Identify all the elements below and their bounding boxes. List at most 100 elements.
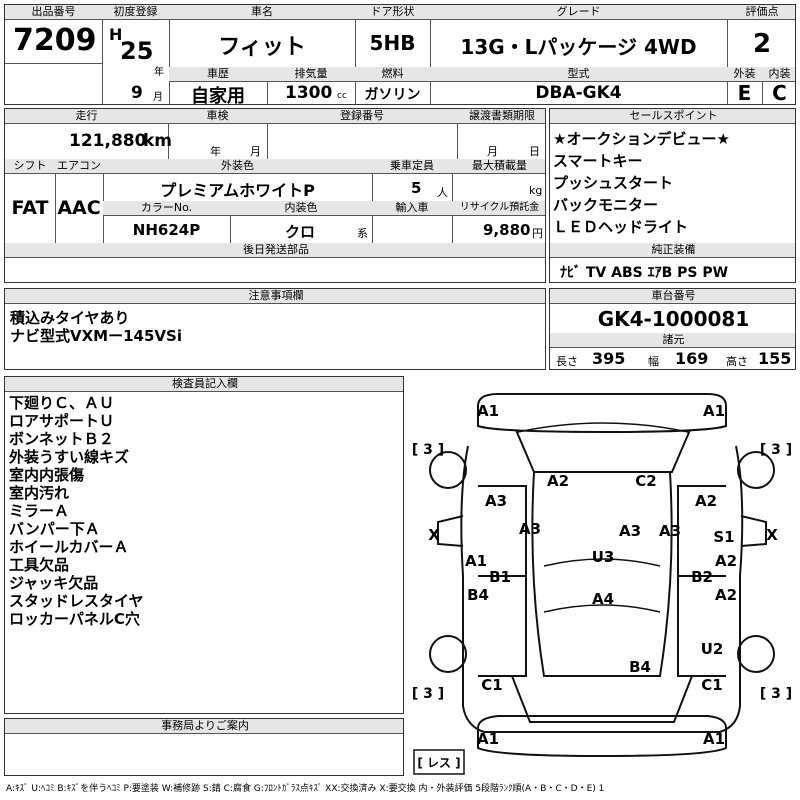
- damage-mark: A2: [547, 472, 569, 490]
- plate-label: 登録番号: [267, 109, 457, 124]
- spare-tire-mark: [ レス ]: [417, 756, 460, 770]
- inspector-item: バンパー下Ａ: [9, 520, 100, 538]
- lot-label: 出品番号: [5, 5, 102, 20]
- recycle-label: リサイクル預託金: [452, 201, 545, 216]
- interior-color-label: 内装色: [230, 201, 372, 216]
- recycle-unit: 円: [532, 227, 543, 240]
- ext-grade: E: [737, 81, 752, 105]
- damage-mark: A1: [703, 402, 725, 420]
- office-box: 事務局よりご案内: [4, 718, 404, 776]
- history: 自家用: [191, 86, 245, 105]
- reg-label: 初度登録: [102, 5, 169, 20]
- cc-unit: cc: [337, 91, 347, 101]
- chassis-label: 車台番号: [550, 289, 795, 304]
- tire-tread-mark: [ 3 ]: [412, 442, 444, 458]
- interior-color-unit: 系: [357, 227, 368, 240]
- inspector-item: 下廻りＣ、ＡＵ: [9, 394, 115, 412]
- inspector-item: ジャッキ欠品: [9, 574, 99, 592]
- reg-month-unit: 月: [153, 92, 163, 103]
- damage-mark: C1: [701, 676, 722, 694]
- tire-tread-mark: [ 3 ]: [760, 686, 792, 702]
- damage-mark: X: [766, 526, 778, 544]
- inspector-item: 室内汚れ: [9, 484, 70, 502]
- inspector-item: ミラーＡ: [9, 502, 70, 520]
- reg-year: 25: [120, 37, 154, 65]
- sales-point-item: バックモニター: [553, 196, 659, 214]
- inspector-item: 室内内張傷: [9, 466, 85, 484]
- damage-mark: A1: [703, 730, 725, 748]
- damage-mark: B2: [691, 568, 713, 586]
- damage-mark: A3: [485, 492, 507, 510]
- int-label: 内装: [762, 67, 795, 82]
- chassis-box: 車台番号 GK4-1000081 諸元 長さ 395 幅 169 高さ 155: [549, 288, 796, 370]
- sales-points-label: セールスポイント: [550, 109, 795, 124]
- damage-mark: U2: [701, 640, 724, 658]
- damage-mark: A2: [715, 586, 737, 604]
- inspector-item: スタッドレスタイヤ: [9, 592, 144, 610]
- door-type: 5HB: [369, 31, 416, 55]
- length-label: 長さ: [556, 355, 578, 368]
- ac-label: エアコン: [55, 159, 103, 174]
- header-block: 出品番号 7209 初度登録 H 25 年 9 月 車名 フィット ドア形状 5…: [4, 4, 796, 105]
- inspector-label: 検査員記入欄: [5, 377, 403, 392]
- legend: A:ｷｽﾞ U:ﾍｺﾐ B:ｷｽﾞを伴うﾍｺﾐ P:要塗装 W:補修跡 S:錆 …: [6, 784, 605, 794]
- spec-label: 諸元: [550, 333, 795, 348]
- damage-mark: A4: [592, 590, 614, 608]
- equipment-label: 純正装備: [550, 243, 795, 258]
- damage-mark: C2: [635, 472, 656, 490]
- sales-point-item: ＬＥＤヘッドライト: [553, 218, 689, 236]
- load-unit: kg: [529, 184, 543, 197]
- capacity-unit: 人: [437, 186, 448, 199]
- mileage-label: 走行: [5, 109, 168, 124]
- sales-point-item: ★オークションデビュー★: [553, 130, 730, 148]
- name-label: 車名: [169, 5, 355, 20]
- recycle-fee: 9,880: [483, 221, 531, 239]
- notes-list: 積込みタイヤあり ナビ型式VXMー145VSi: [10, 309, 182, 345]
- inspector-item: 外装うすい線キズ: [9, 448, 130, 466]
- air-conditioner: AAC: [57, 197, 101, 219]
- capacity: 5: [411, 179, 422, 197]
- int-grade: C: [772, 81, 787, 105]
- equipment: ﾅﾋﾞ TV ABS ｴｱB PS PW: [560, 265, 729, 281]
- displacement: 1300: [285, 83, 333, 103]
- vehicle-info-block: 走行 121,880 km 車検 年 月 登録番号 譲渡書類期限 月 日 シフト…: [4, 108, 546, 283]
- grade: 13G・Lパッケージ 4WD: [460, 35, 697, 59]
- damage-mark: B4: [467, 586, 489, 604]
- damage-mark: B4: [629, 658, 651, 676]
- interior-color: クロ: [285, 223, 316, 241]
- sales-points-list: ★オークションデビュー★ スマートキー プッシュスタート バックモニター ＬＥＤ…: [553, 128, 730, 238]
- office-label: 事務局よりご案内: [5, 719, 403, 734]
- sales-point-item: プッシュスタート: [553, 174, 674, 192]
- model-code: DBA-GK4: [535, 83, 622, 103]
- damage-mark: A1: [477, 730, 499, 748]
- note-item: ナビ型式VXMー145VSi: [10, 327, 182, 345]
- height: 155: [758, 349, 792, 368]
- width: 169: [675, 349, 709, 368]
- damage-mark: U3: [592, 548, 615, 566]
- length: 395: [592, 349, 626, 368]
- capacity-label: 乗車定員: [372, 159, 452, 174]
- damage-mark: S1: [713, 528, 734, 546]
- fuel: ガソリン: [364, 87, 421, 103]
- shift: FAT: [11, 197, 49, 219]
- damage-mark: X: [428, 526, 440, 544]
- grade-label: グレード: [430, 5, 727, 20]
- history-label: 車歴: [169, 67, 267, 82]
- tire-tread-mark: [ 3 ]: [760, 442, 792, 458]
- car-name: フィット: [218, 35, 306, 60]
- color-label: 外装色: [103, 159, 372, 174]
- color-code: NH624P: [132, 221, 201, 239]
- inspector-item: 工具欠品: [9, 556, 70, 574]
- note-item: 積込みタイヤあり: [10, 309, 130, 327]
- inspection-label: 車検: [168, 109, 267, 124]
- cc-label: 排気量: [267, 67, 355, 82]
- transfer-label: 譲渡書類期限: [457, 109, 545, 124]
- inspector-item: ボンネットＢ２: [9, 430, 114, 448]
- inspector-item: ロッカーパネルC穴: [9, 610, 140, 628]
- inspector-item: ホイールカバーＡ: [9, 538, 129, 556]
- mileage-unit: km: [143, 131, 173, 151]
- door-label: ドア形状: [355, 5, 430, 20]
